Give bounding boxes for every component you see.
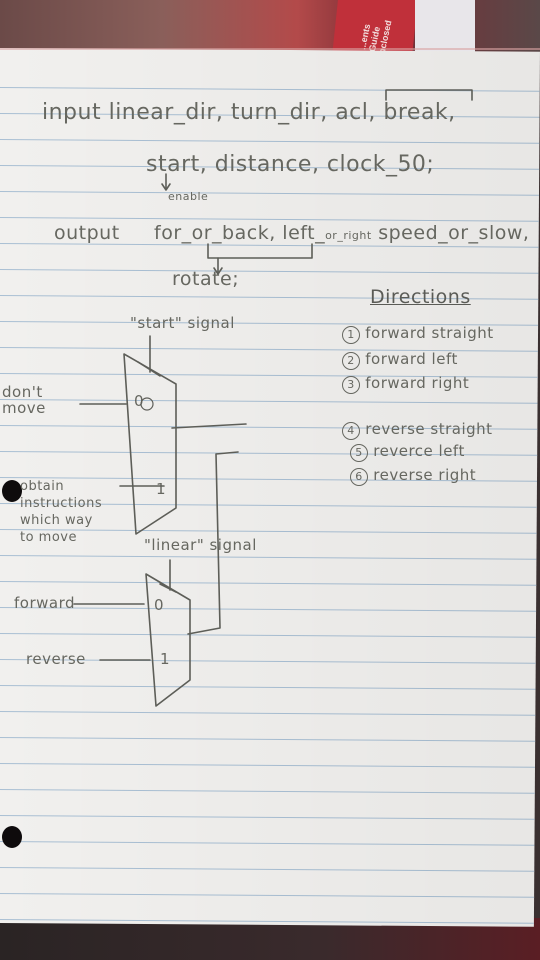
binder-hole-bottom	[2, 826, 22, 848]
output-signals: for_or_back, left_or_right speed_or_slow…	[154, 222, 529, 244]
output-body: for_or_back, left_	[154, 222, 326, 244]
direction-label: forward right	[365, 374, 470, 392]
direction-number: 6	[350, 468, 368, 486]
output-tail: speed_or_slow,	[371, 222, 530, 244]
direction-item-3: 3 forward right	[342, 374, 469, 394]
white-paper-corner	[415, 0, 475, 56]
direction-label: reverse right	[373, 466, 477, 484]
direction-item-5: 5 reverce left	[350, 442, 465, 462]
output-keyword: output	[54, 222, 120, 244]
mux1-one: 1	[156, 480, 167, 498]
output-small: or_right	[325, 229, 372, 242]
direction-item-2: 2 forward left	[342, 350, 458, 370]
direction-item-6: 6 reverse right	[350, 466, 476, 486]
direction-item-4: 4 reverse straight	[342, 420, 493, 440]
mux2-one: 1	[160, 650, 171, 668]
direction-label: forward left	[365, 350, 458, 368]
binder-hole-top	[2, 480, 22, 502]
mux2-body	[145, 573, 191, 707]
note-input-line: input linear_dir, turn_dir, acl, break,	[42, 100, 456, 125]
direction-number: 1	[342, 326, 360, 344]
bracket-acl-break	[385, 89, 473, 101]
direction-number: 2	[342, 352, 360, 370]
direction-label: reverse straight	[365, 420, 493, 438]
directions-title: Directions	[370, 286, 471, 308]
mux1-zero-circle	[140, 397, 154, 411]
mux2-input0-label: forward	[14, 594, 76, 612]
enable-label: enable	[168, 190, 209, 203]
mux1-input1-label: obtain instructions which way to move	[20, 479, 103, 545]
start-signal-label: "start" signal	[130, 314, 235, 332]
mux1-body	[123, 353, 177, 535]
mux1-output-wire	[171, 423, 247, 429]
direction-number: 4	[342, 422, 360, 440]
direction-label: reverce left	[373, 442, 465, 460]
mux2-zero: 0	[154, 596, 165, 614]
direction-label: forward straight	[365, 324, 494, 342]
top-margin-line	[0, 48, 540, 50]
direction-number: 3	[342, 376, 360, 394]
mux1-input0-label: don't move	[2, 383, 46, 417]
direction-item-1: 1 forward straight	[342, 324, 494, 344]
bracket-output	[207, 243, 313, 259]
mux1-zero: 0	[134, 392, 145, 410]
mux2-output-wire	[187, 451, 239, 635]
direction-number: 5	[350, 444, 368, 462]
mux2-input1-label: reverse	[26, 650, 86, 668]
linear-signal-label: "linear" signal	[144, 536, 257, 554]
note-input-line-2: start, distance, clock_50;	[146, 152, 435, 177]
rotate-label: rotate;	[172, 268, 240, 290]
